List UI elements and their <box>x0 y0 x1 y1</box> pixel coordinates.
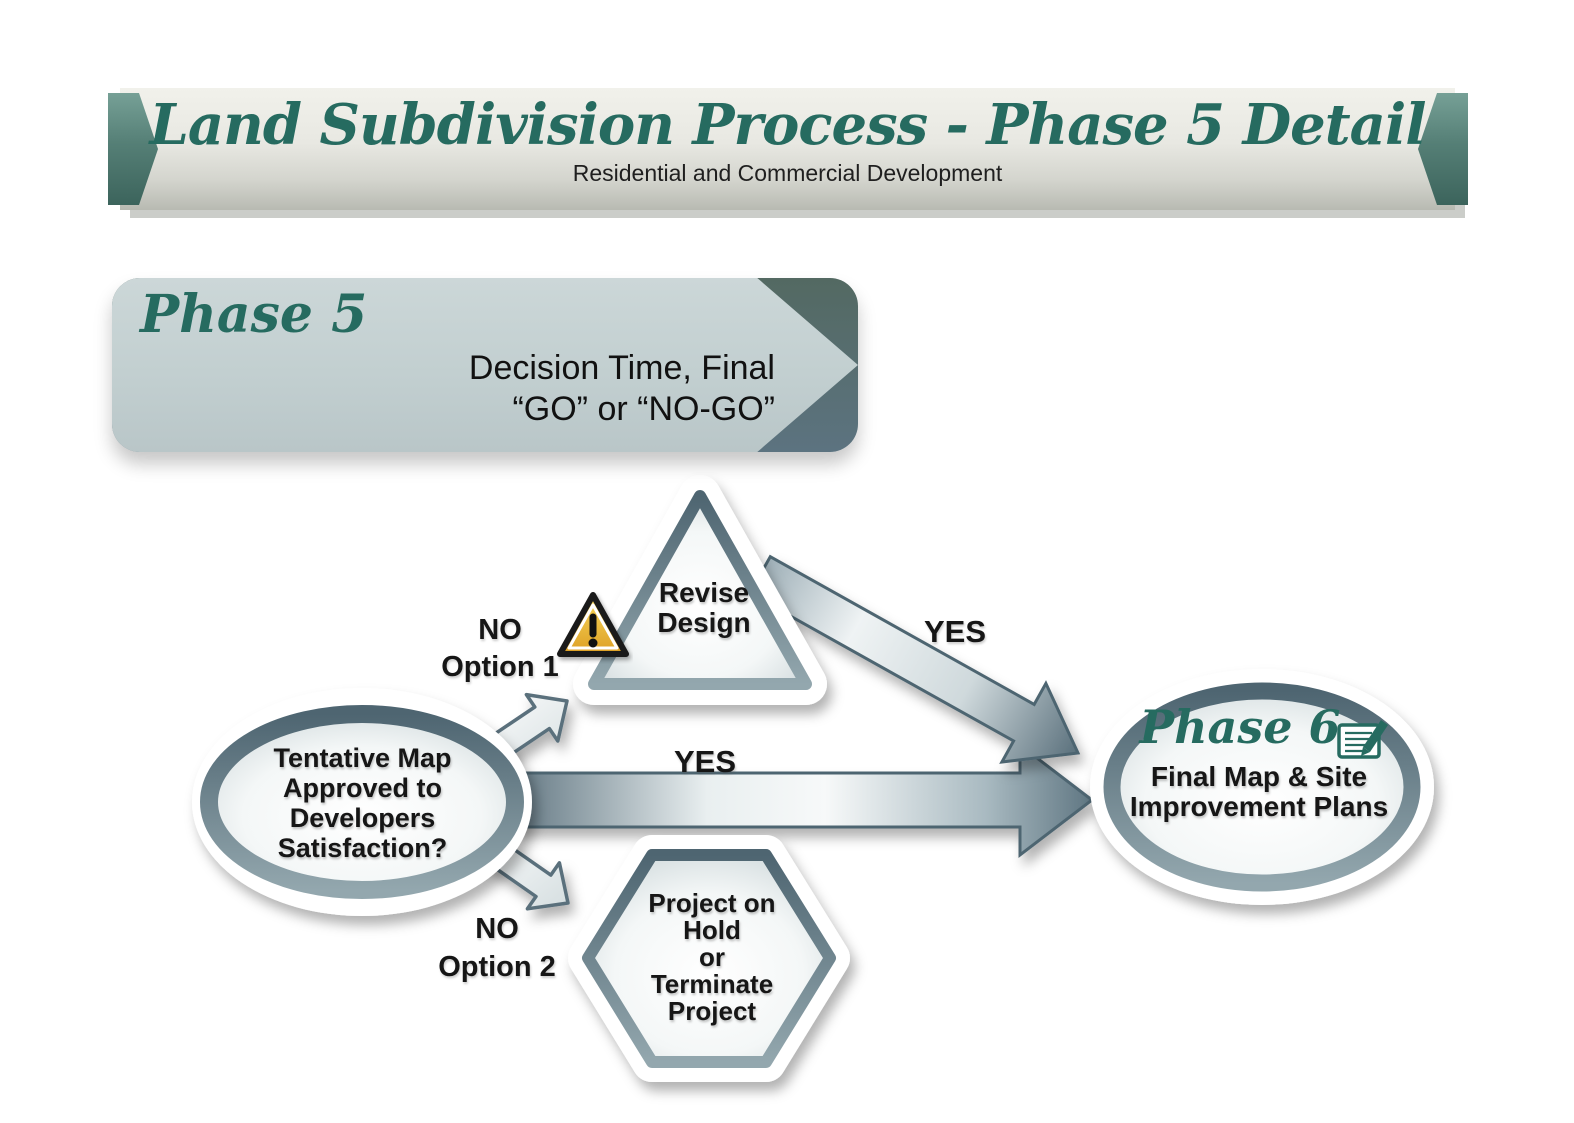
arrow-yes-horizontal <box>498 741 1095 859</box>
revise-triangle <box>573 475 827 705</box>
label-no-option1: NO Option 1 <box>441 614 559 683</box>
phase5-label: Phase 5 <box>140 284 368 345</box>
phase5-box-arrow-face <box>112 278 858 452</box>
decision-ellipse <box>192 688 532 916</box>
hold-text: Project on Hold or Terminate Project <box>648 888 776 1026</box>
page-subtitle: Residential and Commercial Development <box>572 160 1003 186</box>
label-yes-mid: YES <box>673 744 737 779</box>
warning-icon <box>557 592 629 657</box>
document-pen-icon <box>1337 720 1388 759</box>
phase6-label: Phase 6 <box>1139 700 1341 754</box>
decision-text: Tentative Map Approved to Developers Sat… <box>273 743 452 863</box>
header-banner <box>120 88 1455 210</box>
hold-hexagon <box>568 835 850 1082</box>
phase5-box <box>112 278 858 452</box>
page-title: Land Subdivision Process - Phase 5 Detai… <box>149 92 1426 158</box>
phase6-text: Final Map & Site Improvement Plans <box>1129 761 1389 822</box>
phase5-description: Decision Time, Final “GO” or “NO-GO” <box>468 349 775 428</box>
arrow-yes-diagonal <box>747 554 1081 764</box>
label-no-option2: NO Option 2 <box>438 913 556 983</box>
label-yes-top: YES <box>923 614 987 649</box>
revise-text: Revise Design <box>657 577 751 638</box>
